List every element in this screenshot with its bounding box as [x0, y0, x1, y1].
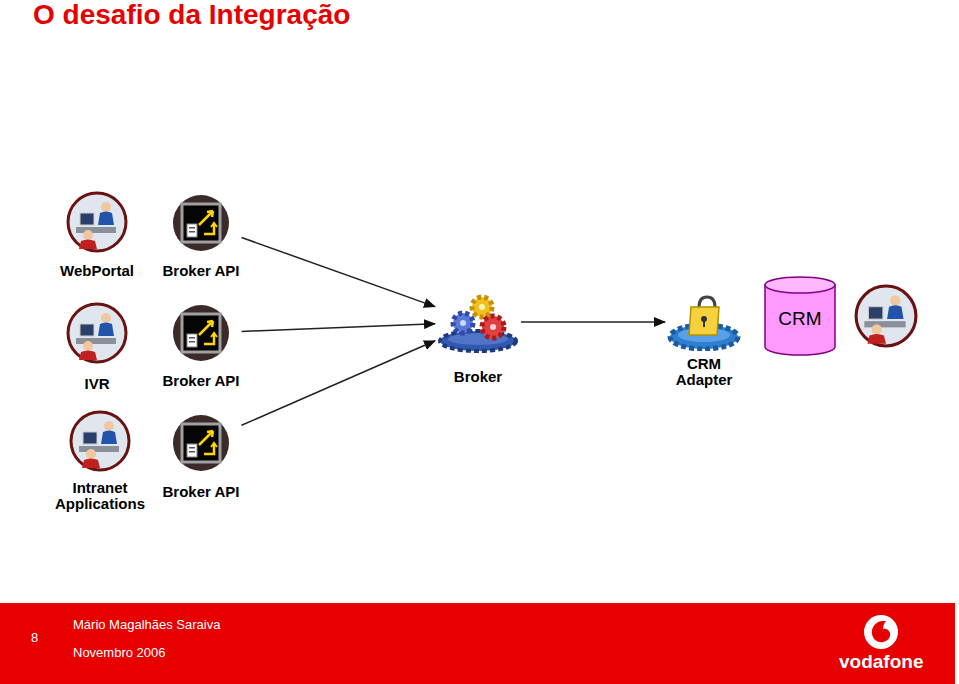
person-icon: [66, 191, 128, 253]
author-name: Mário Magalhães Saraiva: [73, 617, 220, 632]
node-label: Broker API: [163, 263, 240, 279]
system-node: Broker: [435, 291, 521, 386]
node-label: CRM: [764, 308, 836, 330]
arrow-connector: [242, 341, 436, 426]
system-node: CRM Adapter: [665, 293, 743, 389]
person-icon: [69, 410, 131, 472]
node-label: IVR: [84, 376, 109, 392]
gears-icon: [437, 291, 519, 353]
node-label: Intranet Applications: [50, 480, 150, 512]
database-cylinder: CRM: [764, 276, 836, 356]
arrow-connector: [242, 237, 436, 306]
adapter-icon: [667, 293, 741, 351]
date-text: Novembro 2006: [73, 645, 166, 660]
brand-name: vodafone: [839, 651, 923, 673]
footer-bar: [0, 603, 955, 684]
person-icon: [66, 302, 128, 364]
vodafone-logo-symbol: [862, 613, 900, 651]
api-icon: [172, 194, 230, 252]
system-node: Intranet Applications: [48, 410, 152, 513]
node-label: Broker API: [163, 373, 240, 389]
system-node: WebPortal: [58, 191, 136, 280]
api-icon: [172, 414, 230, 472]
system-node: IVR: [64, 302, 130, 393]
node-label: WebPortal: [60, 263, 134, 279]
system-node: Broker API: [161, 194, 242, 280]
node-label: Broker API: [163, 484, 240, 500]
slide-title: O desafio da Integração: [33, 0, 350, 31]
api-icon: [172, 304, 230, 362]
arrow-connector: [242, 324, 436, 332]
system-node: Broker API: [161, 414, 242, 501]
node-label: Broker: [454, 369, 502, 385]
system-node: Broker API: [161, 304, 242, 390]
node-label: CRM Adapter: [669, 356, 739, 388]
page-number: 8: [31, 630, 38, 645]
arrow-connector: [521, 321, 665, 323]
user-icon: [854, 284, 918, 348]
